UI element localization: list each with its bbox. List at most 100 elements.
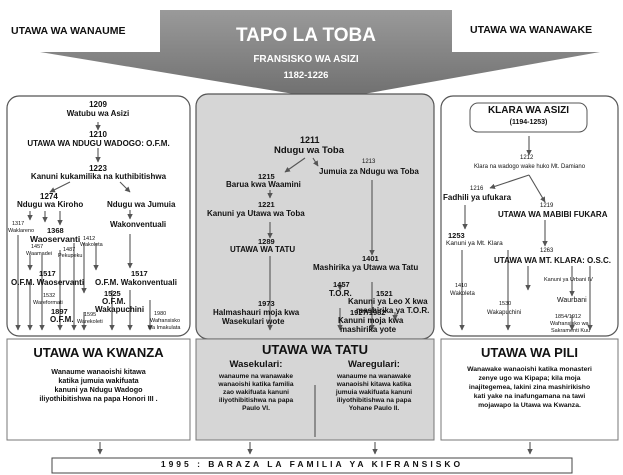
node-1401-label: Mashirika ya Utawa wa Tatu: [313, 263, 419, 272]
left-panel-border: [6, 95, 191, 337]
node-1210-label: UTAWA WA NDUGU WADOGO: O.F.M.: [27, 139, 170, 148]
node-jumuia-label: Ndugu wa Jumuia: [107, 200, 176, 209]
right-panel-border: [440, 95, 619, 337]
pili-line-5: mojawapo la Utawa wa Kwanza.: [478, 402, 581, 409]
node-1973-label2: Wasekulari wote: [222, 317, 285, 326]
node-1221-year: 1221: [258, 200, 275, 209]
node-1525-label2: Wakapuchini: [95, 305, 145, 314]
node-1854-label1: Wafransisko wa: [550, 321, 589, 327]
node-1215-year: 1215: [258, 172, 275, 181]
node-1854-label2: Sakramenti Kuu: [551, 328, 591, 334]
node-1521-label1: Kanuni ya Leo X kwa: [348, 297, 428, 306]
kwanza-line-3: kanuni ya Ndugu Wadogo: [54, 385, 143, 394]
node-1410-year: 1410: [455, 283, 468, 289]
kwanza-line-2: katika jumuia wakifuata: [58, 376, 139, 385]
node-1595-year: 1595: [84, 312, 97, 318]
pili-title: UTAWA WA PILI: [480, 345, 578, 360]
node-urbani-label: Kanuni ya Urbani IV: [544, 277, 593, 283]
node-1317-label: Waklareno: [8, 228, 35, 234]
node-1289-year: 1289: [258, 237, 275, 246]
node-1517a-label: O.F.M. Waoservanti: [11, 278, 85, 287]
node-1368-year: 1368: [47, 226, 64, 235]
regulari-line-2: wanaoishi kitawa katika: [336, 381, 412, 388]
node-1211-year: 1211: [300, 135, 320, 145]
regulari-title: Waregulari:: [348, 359, 400, 370]
node-1517b-label: O.F.M. Wakonventuali: [95, 278, 177, 287]
node-1223-label: Kanuni kukamilika na kuthibitishwa: [30, 172, 167, 181]
node-1517a-year: 1517: [39, 269, 56, 278]
node-1401-year: 1401: [362, 254, 379, 263]
klara-title: KLARA WA ASIZI: [487, 105, 570, 116]
node-1221-label: Kanuni ya Utawa wa Toba: [207, 209, 305, 218]
node-1457-year: 1457: [31, 244, 44, 250]
sekulari-title: Wasekulari:: [229, 359, 283, 370]
node-1525-year: 1525: [104, 289, 121, 298]
node-1213-label: Jumuia za Ndugu wa Toba: [319, 167, 419, 176]
pili-line-3: inajitegemea, lakini zina mashirikisho: [468, 384, 591, 391]
node-1532-year: 1532: [43, 293, 56, 299]
node-1897-year: 1897: [51, 307, 68, 316]
main-title: TAPO LA TOBA: [235, 25, 377, 46]
node-1223-year: 1223: [89, 164, 107, 173]
node-1973-label1: Halmashauri moja kwa: [213, 308, 300, 317]
node-1521-year: 1521: [376, 289, 393, 298]
pili-line-2: zenye ugo wa Kipapa; kila moja: [478, 375, 581, 382]
sekulari-line-1: wanaume na wanawake: [218, 373, 294, 380]
node-waurbani: Waurbani: [557, 297, 587, 304]
node-1317-year: 1317: [12, 221, 25, 227]
node-1368-label: Waoservanti: [30, 234, 81, 244]
node-1274-label: Ndugu wa Kiroho: [17, 200, 84, 209]
node-1980-label1: Wafransisko: [150, 318, 181, 324]
node-1487-label: Pekupeku: [58, 253, 83, 259]
regulari-line-4: iliyothibitishwa na papa: [336, 397, 412, 404]
founder-years: 1182-1226: [283, 70, 329, 81]
kwanza-box-border: [6, 338, 191, 441]
node-1211-label: Ndugu wa Toba: [274, 145, 345, 156]
node-1212-label: Klara na wadogo wake huko Mt. Damiano: [473, 164, 586, 170]
node-1457-year: 1457: [333, 280, 350, 289]
node-1289-label: UTAWA WA TATU: [230, 245, 296, 254]
node-1209-year: 1209: [89, 100, 107, 109]
node-1213-year: 1213: [362, 159, 376, 165]
node-1530-year: 1530: [499, 301, 512, 307]
klara-years: (1194-1253): [509, 119, 548, 126]
node-1216-label: Fadhili ya ufukara: [443, 193, 512, 202]
node-1517b-year: 1517: [131, 269, 148, 278]
kwanza-title: UTAWA WA KWANZA: [33, 345, 164, 360]
node-1927-label2: mashirika yote: [340, 325, 397, 334]
node-1219-label: UTAWA WA MABIBI FUKARA: [498, 210, 608, 219]
node-1980-label2: wa Imakulata: [148, 325, 181, 331]
node-1263-year: 1263: [540, 248, 554, 254]
node-1595-label: Warekoleti: [77, 319, 103, 325]
node-1215-label: Barua kwa Waamini: [226, 180, 301, 189]
klara-box-border: [469, 102, 588, 133]
women-orders-title: UTAWA WA WANAWAKE: [470, 24, 593, 36]
node-1457-label: Waamadei: [26, 251, 53, 257]
node-1412-year: 1412: [83, 236, 96, 242]
sekulari-line-4: iliyothibitishwa na papa: [218, 397, 294, 404]
node-1854-year: 1854/1912: [555, 314, 581, 320]
founder-name: FRANSISKO WA ASIZI: [253, 54, 359, 65]
node-1980-year: 1980: [154, 311, 167, 317]
node-wakonventuali: Wakonventuali: [110, 220, 167, 229]
regulari-line-1: wanaume na wanawake: [336, 373, 412, 380]
top-banner-shape: [40, 10, 600, 100]
node-1412-label: Wakoleta: [80, 242, 103, 248]
node-1219-year: 1219: [540, 203, 554, 209]
node-1274-year: 1274: [40, 192, 58, 201]
sekulari-line-5: Paulo VI.: [242, 405, 270, 412]
node-1521-label2: mashirika ya T.O.R.: [356, 306, 430, 315]
node-1263-label: UTAWA WA MT. KLARA: O.S.C.: [494, 256, 612, 265]
regulari-line-5: Yohane Paulo II.: [348, 405, 400, 412]
footer-council: 1995 : BARAZA LA FAMILIA YA KIFRANSISKO: [160, 459, 464, 469]
pili-box-border: [440, 338, 619, 441]
node-1410-label: Wakoleta: [450, 291, 475, 297]
sekulari-line-2: wanaoishi katika familia: [218, 381, 294, 388]
men-orders-title: UTAWA WA WANAUME: [11, 25, 126, 37]
node-1927-year: 1927/1982: [350, 308, 386, 317]
node-1487-year: 1487: [63, 247, 76, 253]
pili-line-4: kati yake na inafungamana na tawi: [473, 393, 586, 400]
node-1973-year: 1973: [258, 299, 275, 308]
sekulari-line-3: zao wakifuata kanuni: [223, 389, 289, 396]
